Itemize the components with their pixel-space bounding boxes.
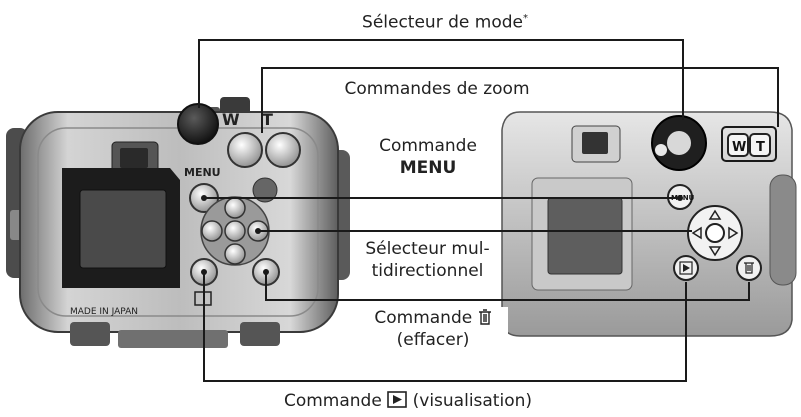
arrow-left-icon	[691, 226, 702, 240]
leader-dot	[263, 269, 269, 275]
label-delete-line2: (effacer)	[396, 330, 470, 350]
leader-dot	[677, 195, 683, 201]
leader-zoom-bracket-link	[724, 67, 779, 127]
housing-t-marking: T	[262, 110, 273, 129]
housing-viewfinder-glass	[120, 148, 148, 168]
play-icon-triangle	[683, 264, 690, 272]
underwater-housing: W T MENU MADE IN JAPAN	[6, 97, 350, 348]
label-mode-selector-mark: *	[522, 13, 528, 24]
housing-screen	[79, 189, 167, 269]
camera-grip	[769, 174, 797, 286]
label-zoom-controls-text: Commandes de zoom	[344, 79, 530, 99]
leader-delete	[265, 272, 750, 301]
trash-icon	[478, 309, 491, 325]
label-playback-suffix: (visualisation)	[412, 391, 533, 411]
label-multi-line1: Sélecteur mul-	[365, 239, 490, 259]
camera-t-marking: T	[756, 140, 765, 155]
arrow-up-icon	[708, 209, 722, 220]
play-icon	[679, 261, 693, 275]
housing-bottom-grip	[118, 330, 228, 348]
leader-lines	[198, 39, 779, 382]
housing-zoom-t-button[interactable]	[265, 132, 301, 168]
label-menu: Commande MENU	[358, 135, 498, 179]
label-mode-selector: Sélecteur de mode*	[330, 8, 560, 34]
leader-playback	[203, 272, 687, 382]
play-icon	[387, 391, 408, 408]
label-playback-prefix: Commande	[283, 391, 382, 411]
housing-mode-knob	[177, 103, 219, 145]
arrow-down-icon	[708, 246, 722, 257]
camera-mode-dial-center	[667, 131, 691, 155]
camera-icon	[655, 144, 667, 156]
label-zoom-controls: Commandes de zoom	[322, 78, 552, 100]
housing-multi-up[interactable]	[224, 197, 246, 219]
label-multi-line2: tidirectionnel	[371, 261, 484, 281]
leader-endpoints	[201, 195, 683, 275]
housing-menu-marking: MENU	[184, 166, 221, 179]
camera-delete-button[interactable]	[736, 255, 762, 281]
leader-dot	[201, 195, 207, 201]
housing-zoom-w-button[interactable]	[227, 132, 263, 168]
camera-zoom-t-button[interactable]	[749, 133, 771, 157]
leader-zoom-controls	[261, 67, 724, 133]
arrow-right-icon	[728, 226, 739, 240]
leader-dot	[201, 269, 207, 275]
label-menu-line1: Commande	[379, 136, 477, 156]
housing-multi-center[interactable]	[224, 220, 246, 242]
housing-made-in-marking: MADE IN JAPAN	[70, 307, 138, 317]
camera-screen	[547, 197, 623, 275]
label-menu-line2: MENU	[399, 158, 457, 178]
leader-mode-selector	[198, 39, 684, 120]
label-multi-selector: Sélecteur mul- tidirectionnel	[360, 238, 495, 282]
trash-icon	[744, 262, 754, 274]
compact-camera: W T MENU	[501, 111, 797, 337]
leader-zoom-bracket	[721, 126, 777, 162]
camera-viewfinder-glass	[582, 132, 608, 154]
camera-multi-center[interactable]	[705, 223, 725, 243]
housing-w-marking: W	[222, 110, 240, 129]
camera-zoom-w-button[interactable]	[727, 133, 749, 157]
label-delete-line1: Commande	[358, 307, 508, 329]
housing-foot	[240, 322, 280, 346]
leader-dot	[255, 228, 261, 234]
housing-multi-down[interactable]	[224, 243, 246, 265]
label-playback: Commande (visualisation)	[248, 390, 568, 412]
camera-w-marking: W	[732, 140, 746, 155]
housing-foot	[70, 322, 110, 346]
housing-multi-left[interactable]	[201, 220, 223, 242]
label-delete: Commande (effacer)	[358, 307, 508, 351]
housing-lens-port	[252, 177, 278, 203]
label-mode-selector-text: Sélecteur de mode	[362, 12, 523, 33]
